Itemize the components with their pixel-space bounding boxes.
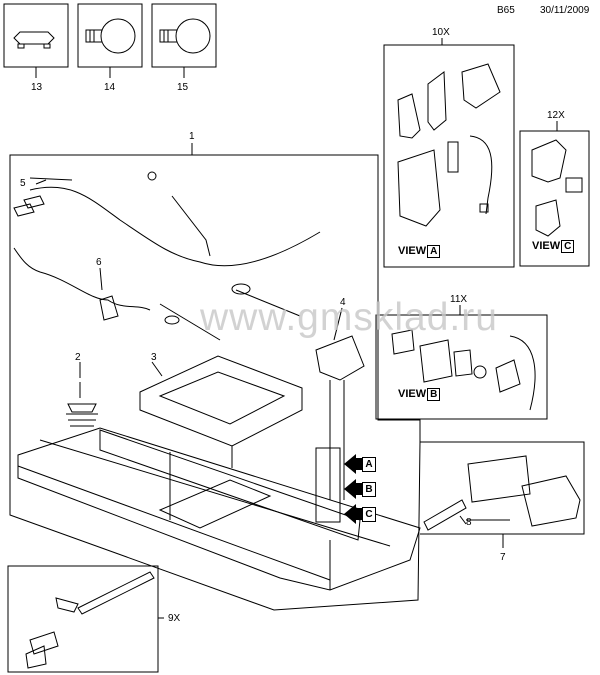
arrow-a-icon (344, 454, 362, 474)
callout-3: 3 (151, 352, 157, 363)
direction-arrows (344, 454, 362, 524)
view-a-letter: A (427, 245, 441, 258)
view-b-word: VIEW (398, 388, 427, 400)
main-assembly-outline (9, 154, 421, 611)
callout-14: 14 (104, 82, 116, 93)
bulb-box-15 (151, 3, 217, 78)
callout-12x: 12X (547, 110, 565, 121)
callout-9x: 9X (168, 613, 181, 624)
callout-7: 7 (500, 552, 506, 563)
bulb-box-14 (77, 3, 143, 78)
arrow-a-label: A (362, 457, 376, 472)
arrow-b-icon (344, 479, 362, 499)
view-b-letter: B (427, 388, 441, 401)
seat-frame (139, 355, 303, 468)
arrow-c-icon (344, 504, 362, 524)
bracket (315, 335, 365, 523)
page-date: 30/11/2009 (540, 5, 590, 16)
callout-11x: 11X (450, 294, 468, 305)
seat-rail-assembly (17, 427, 421, 591)
bulb-box-13 (3, 3, 69, 78)
detail-9x-box (7, 565, 164, 673)
part-7-box (420, 441, 585, 548)
watermark-text: www.gmsklad.ru (200, 296, 498, 339)
arrow-c-label: C (362, 507, 376, 522)
callout-1: 1 (189, 131, 195, 142)
view-b-box (375, 305, 548, 420)
callout-15: 15 (177, 82, 189, 93)
callout-13: 13 (31, 82, 43, 93)
control-cable (13, 247, 301, 341)
callout-5: 5 (20, 178, 26, 189)
callout-4: 4 (340, 297, 346, 308)
page-code: B65 (497, 5, 515, 16)
view-a-box (383, 38, 515, 268)
callout-6: 6 (96, 257, 102, 268)
arrow-b-label: B (362, 482, 376, 497)
callout-10x: 10X (432, 27, 450, 38)
callout-2: 2 (75, 352, 81, 363)
callout-8: 8 (466, 517, 472, 528)
spring (66, 382, 98, 427)
wire-harness (13, 171, 321, 267)
view-c-box (519, 121, 590, 267)
view-a-word: VIEW (398, 245, 427, 257)
view-c-letter: C (561, 240, 575, 253)
view-c-word: VIEW (532, 240, 561, 252)
